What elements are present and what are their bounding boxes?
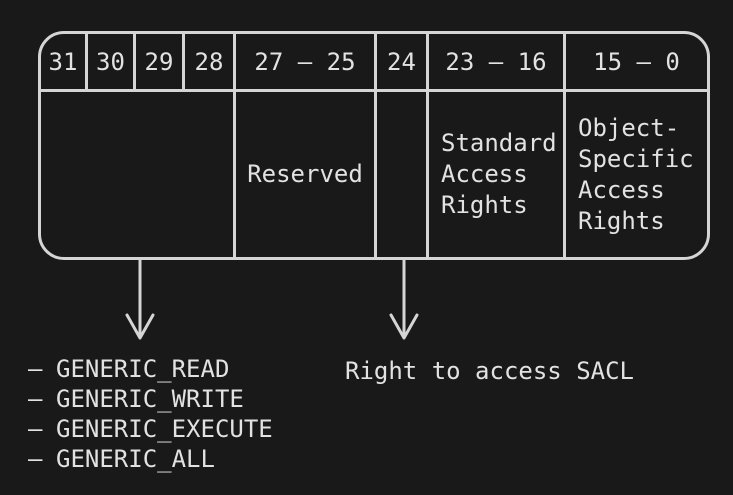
header-bit-30: 30	[88, 34, 136, 92]
list-bullet: –	[28, 415, 43, 443]
header-bit-28: 28	[185, 34, 236, 92]
cell-standard-access-rights: Standard Access Rights	[429, 92, 566, 257]
generic-write-label: GENERIC_WRITE	[56, 385, 244, 413]
list-bullet: –	[28, 385, 43, 413]
list-item: – GENERIC_WRITE	[28, 384, 273, 414]
header-bit-29: 29	[136, 34, 185, 92]
sacl-bit-arrow	[389, 258, 419, 340]
cell-sacl-bit	[377, 92, 429, 257]
cell-reserved: Reserved	[236, 92, 377, 257]
generic-all-label: GENERIC_ALL	[56, 445, 215, 473]
cell-generic-bits	[41, 92, 236, 257]
header-bits-27-25: 27 – 25	[236, 34, 377, 92]
list-item: – GENERIC_READ	[28, 354, 273, 384]
header-bit-24: 24	[377, 34, 429, 92]
generic-bits-arrow	[125, 258, 155, 340]
generic-read-label: GENERIC_READ	[56, 355, 230, 383]
list-item: – GENERIC_EXECUTE	[28, 414, 273, 444]
generic-execute-label: GENERIC_EXECUTE	[56, 415, 273, 443]
list-item: – GENERIC_ALL	[28, 444, 273, 474]
list-bullet: –	[28, 445, 43, 473]
header-bits-15-0: 15 – 0	[566, 34, 707, 92]
cell-object-specific-access-rights: Object- Specific Access Rights	[578, 113, 694, 235]
list-bullet: –	[28, 355, 43, 383]
generic-rights-list: – GENERIC_READ – GENERIC_WRITE – GENERIC…	[28, 354, 273, 474]
sacl-right-label: Right to access SACL	[345, 357, 634, 385]
bitfield-table: 31 30 29 28 27 – 25 24 23 – 16 15 – 0 Re…	[38, 31, 710, 260]
header-bit-31: 31	[41, 34, 88, 92]
header-bits-23-16: 23 – 16	[429, 34, 566, 92]
